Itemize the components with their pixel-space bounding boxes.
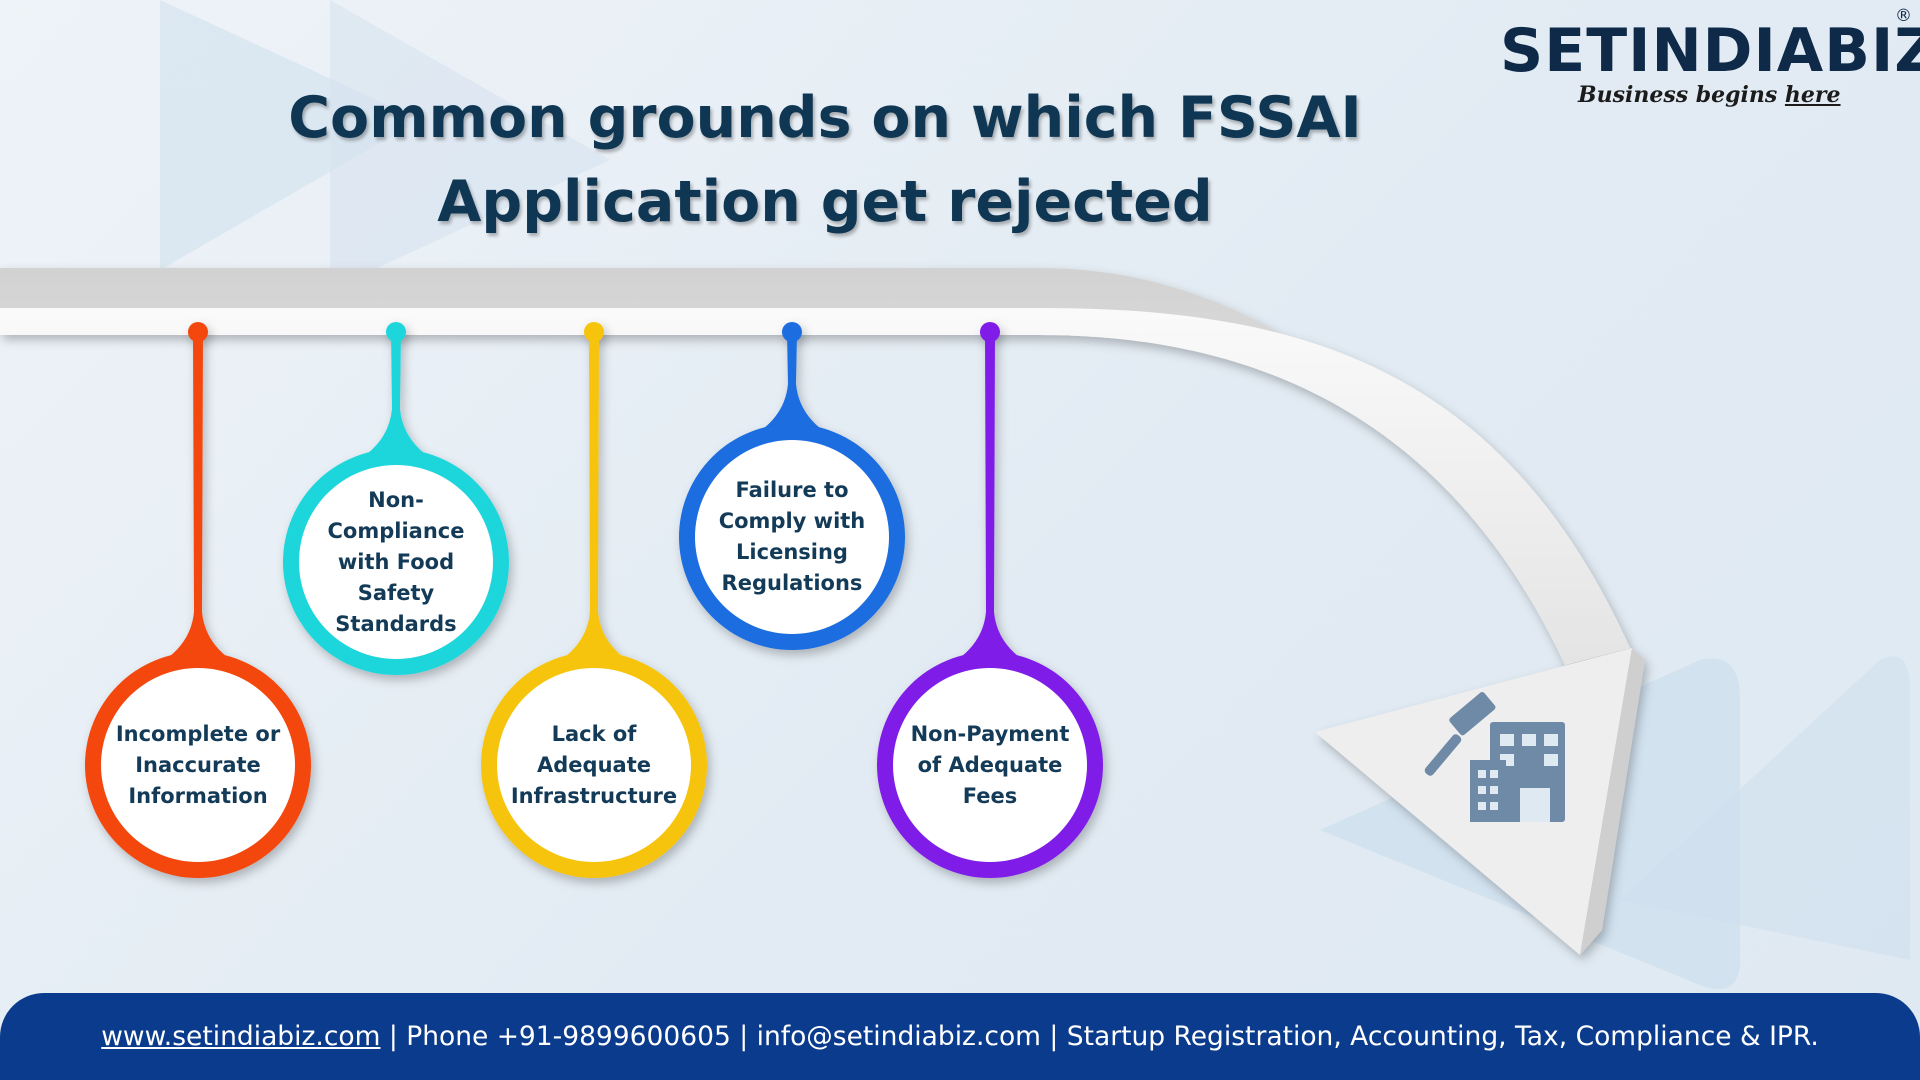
gavel-building-icon [1424,692,1565,822]
reason-pendant-5 [877,322,1103,878]
reason-label-3: Lack of Adequate Infrastructure [510,721,678,808]
reason-pendant-3 [481,322,707,878]
title-line-1: Common grounds on which FSSAI [288,85,1362,151]
reason-pendant-1 [85,322,311,878]
pendant-stem [336,332,456,471]
pendant-stem [138,332,258,674]
decor-triangle [160,0,420,270]
contact-details: | Phone +91-9899600605 | info@setindiabi… [380,1021,1819,1052]
decor-triangle [1620,656,1910,960]
logo-tagline: Business begins here [1578,82,1841,108]
brand-logo: SETINDIABIZ Business begins here [1500,18,1920,118]
footer-bar: www.setindiabiz.com | Phone +91-98996006… [0,993,1920,1080]
pendant-stem [534,332,654,674]
pendant-stem [732,332,852,446]
reason-label-5: Non-Payment of Adequate Fees [910,721,1070,808]
pendant-inner [893,668,1087,862]
reason-label-1: Incomplete or Inaccurate Information [115,721,281,808]
tagline-prefix: Business begins [1578,82,1785,108]
pendant-inner [497,668,691,862]
pendant-stem [930,332,1050,674]
title-line-2: Application get rejected [437,169,1213,235]
pendant-inner [299,465,493,659]
decor-triangle [330,0,610,290]
website-link[interactable]: www.setindiabiz.com [101,1021,381,1052]
pendant-inner [695,440,889,634]
registered-mark: ® [1895,6,1912,26]
reason-pendant-2 [283,322,509,675]
reason-pendant-4 [679,322,905,650]
footer-text: www.setindiabiz.com | Phone +91-98996006… [101,1021,1819,1052]
pendant-inner [101,668,295,862]
tagline-emphasis: here [1784,82,1841,108]
reason-label-4: Failure to Comply with Licensing Regulat… [718,478,866,595]
page-title: Common grounds on which FSSAI Applicatio… [250,76,1400,244]
reason-label-2: Non-Compliance with Food Safety Standard… [327,487,465,636]
logo-wordmark: SETINDIABIZ [1500,16,1920,86]
